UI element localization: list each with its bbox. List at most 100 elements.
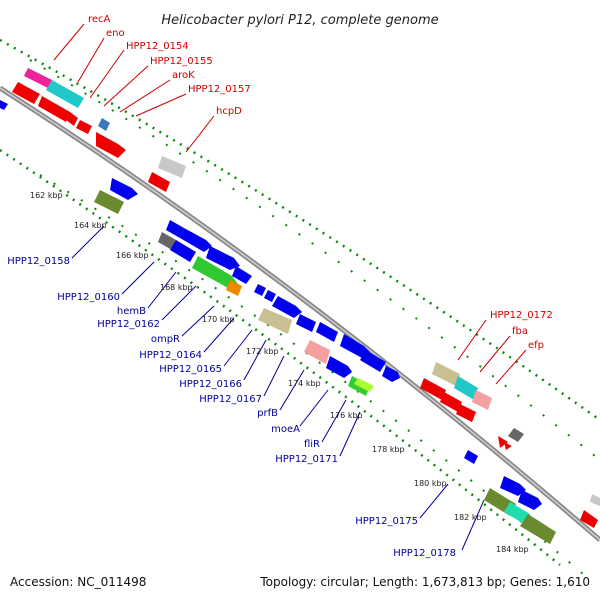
label-aroK[interactable]: aroK [172,70,195,81]
gene-blue-m[interactable] [464,450,478,464]
label-eno[interactable]: eno [106,28,125,39]
label-recA[interactable]: recA [88,14,111,25]
gene-blue-k[interactable] [360,350,386,372]
label-HPP12_0175[interactable]: HPP12_0175 [355,516,418,527]
gene-moeA[interactable] [354,378,374,392]
label-HPP12_0155[interactable]: HPP12_0155 [150,56,213,67]
label-HPP12_0165[interactable]: HPP12_0165 [159,364,222,375]
forward-genes [12,68,598,528]
gene-blue-small[interactable] [98,118,110,131]
map-title: Helicobacter pylori P12, complete genome [161,13,438,28]
gene-hcpD[interactable] [158,156,186,178]
label-HPP12_0154[interactable]: HPP12_0154 [126,41,189,52]
gene-grey-small[interactable] [508,428,524,442]
inner-dotted-arc [0,148,561,566]
gene-recA[interactable] [24,68,52,88]
gene-hemB[interactable] [170,240,196,262]
gene-HPP12_0154[interactable] [12,82,40,104]
label-hcpD[interactable]: hcpD [216,106,242,117]
tick-184: 184 kbp [496,545,529,554]
gene-efp[interactable] [472,390,492,410]
label-HPP12_0157[interactable]: HPP12_0157 [188,84,251,95]
tick-164: 164 kbp [74,221,107,230]
outer-tick-arc [29,59,600,461]
tick-180: 180 kbp [414,479,447,488]
accession-label: Accession: NC_011498 [10,575,146,589]
gene-HPP12_0158[interactable] [94,190,124,214]
label-HPP12_0171[interactable]: HPP12_0171 [275,454,338,465]
gene-blue-n[interactable] [500,476,526,496]
gene-blue-d[interactable] [206,246,240,270]
gene-blue-c[interactable] [180,228,212,252]
gene-HPP12_0172[interactable] [432,362,460,386]
gene-aroK[interactable] [66,112,78,126]
gene-blue-g[interactable] [264,290,276,302]
label-moeA[interactable]: moeA [271,424,300,435]
gene-cyan-green[interactable] [504,502,530,524]
label-HPP12_0178[interactable]: HPP12_0178 [393,548,456,559]
gene-hcpD-red[interactable] [148,172,170,192]
label-HPP12_0162[interactable]: HPP12_0162 [97,319,160,330]
genome-backbone-highlight [0,87,600,541]
gene-red-small-a[interactable] [498,436,508,448]
tick-176: 176 kbp [330,411,363,420]
gene-HPP12_0166[interactable] [304,340,330,364]
gene-red-0172a[interactable] [420,378,446,400]
gene-red-edge[interactable] [580,510,598,528]
gene-eno[interactable] [46,80,84,108]
gene-HPP12_0155[interactable] [38,96,70,122]
label-efp[interactable]: efp [528,340,544,351]
gene-red-small-b[interactable] [504,442,512,450]
gene-red-0172b[interactable] [440,392,462,412]
gene-HPP12_0157[interactable] [76,120,92,134]
tick-174: 174 kbp [288,379,321,388]
tick-178: 178 kbp [372,445,405,454]
gene-hcpD-left[interactable] [96,132,126,158]
gene-blue-f[interactable] [254,284,266,296]
gene-HPP12_0160[interactable] [158,232,176,250]
gene-HPP12_0164[interactable] [272,296,302,318]
gene-HPP12_0162[interactable] [192,256,238,288]
gene-blue-a[interactable] [110,178,138,200]
label-fliR[interactable]: fliR [304,439,320,450]
gene-red-0172c[interactable] [456,404,476,422]
gene-blue-l[interactable] [382,366,400,382]
gene-grey-edge[interactable] [590,494,600,506]
gene-prfB[interactable] [326,356,352,378]
gene-blue-j[interactable] [340,334,370,358]
gene-ompR[interactable] [226,280,242,296]
gene-HPP12_0178[interactable] [520,514,556,544]
label-HPP12_0160[interactable]: HPP12_0160 [57,292,120,303]
forward-gene-labels: recA eno HPP12_0154 HPP12_0155 aroK HPP1… [88,14,553,351]
gene-blue-o[interactable] [518,490,542,510]
tick-170: 170 kbp [202,315,235,324]
tick-172: 172 kbp [246,347,279,356]
gene-blue-b[interactable] [166,220,184,238]
label-prfB[interactable]: prfB [257,408,278,419]
label-ompR[interactable]: ompR [151,334,180,345]
label-HPP12_0158[interactable]: HPP12_0158 [7,256,70,267]
tick-182: 182 kbp [454,513,487,522]
tick-166: 166 kbp [116,251,149,260]
gene-blue-e[interactable] [232,266,252,284]
label-HPP12_0164[interactable]: HPP12_0164 [139,350,202,361]
kbp-tick-labels: 162 kbp 164 kbp 166 kbp 168 kbp 170 kbp … [30,191,529,554]
tick-162: 162 kbp [30,191,63,200]
reverse-gene-labels: HPP12_0158 HPP12_0160 hemB HPP12_0162 om… [7,256,456,559]
forward-leader-lines [53,23,527,385]
gene-blue-i[interactable] [316,322,338,342]
reverse-genes [0,100,600,544]
label-HPP12_0172[interactable]: HPP12_0172 [490,310,553,321]
reverse-leader-lines [71,225,485,551]
gene-HPP12_0165[interactable] [258,308,292,334]
inner-tick-arc [39,174,591,581]
genome-summary: Topology: circular; Length: 1,673,813 bp… [259,575,590,589]
label-hemB[interactable]: hemB [117,306,146,317]
label-fba[interactable]: fba [512,326,528,337]
gene-blue-h[interactable] [296,314,316,332]
gene-fba[interactable] [454,376,478,400]
label-HPP12_0166[interactable]: HPP12_0166 [179,379,242,390]
gene-blue-edge[interactable] [0,100,8,110]
label-HPP12_0167[interactable]: HPP12_0167 [199,394,262,405]
